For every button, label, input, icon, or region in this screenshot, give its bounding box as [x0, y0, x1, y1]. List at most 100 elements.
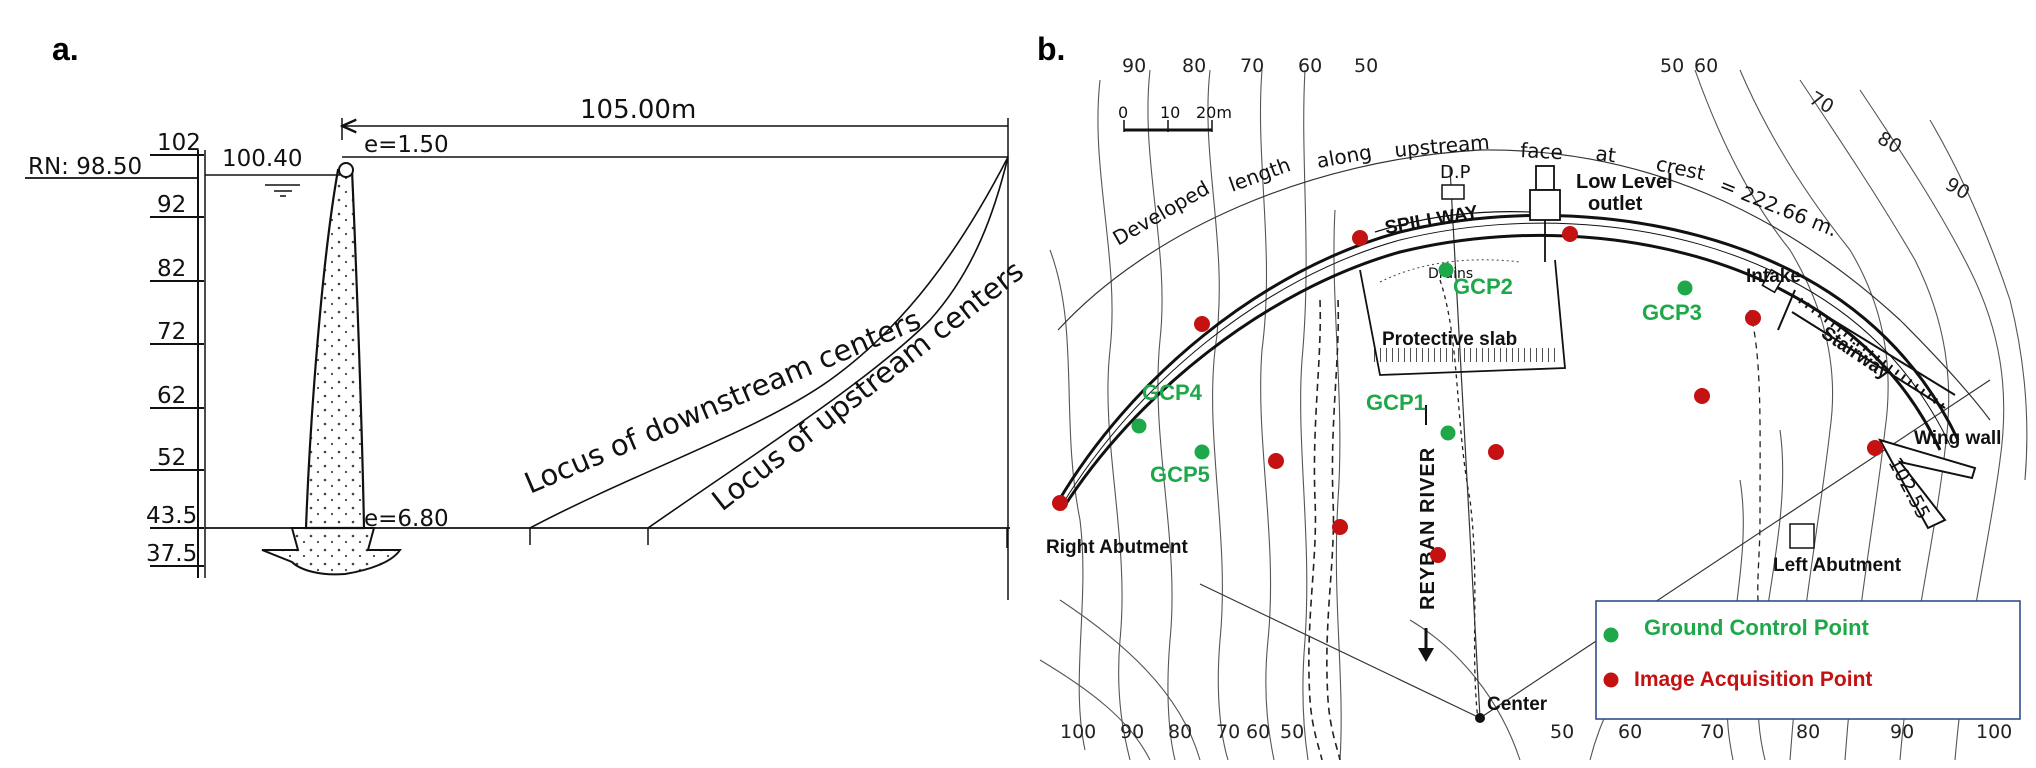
left-abutment-label: Left Abutment	[1773, 555, 1902, 576]
downstream-locus-curve	[529, 156, 1009, 529]
outlet-label: outlet	[1588, 193, 1643, 215]
contour-label: 90	[1890, 721, 1914, 743]
legend-iap-label: Image Acquisition Point	[1634, 668, 1872, 691]
iap-marker[interactable]	[1052, 495, 1068, 511]
elev-label-82: 82	[157, 256, 186, 282]
arc-text-0: Developed	[1109, 176, 1214, 250]
gcp2-marker[interactable]	[1438, 262, 1454, 278]
gcp5-label: GCP5	[1150, 462, 1210, 487]
ground-control-points	[1131, 262, 1693, 460]
river-channel	[1439, 279, 1479, 721]
elev-label-72: 72	[157, 319, 186, 345]
contour-label: 70	[1216, 721, 1240, 743]
arc-text-5: at	[1594, 141, 1617, 167]
gcp1-marker[interactable]	[1440, 425, 1456, 441]
contour-label: 70	[1806, 87, 1838, 118]
legend-box	[1595, 600, 2021, 720]
elev-label-43-5: 43.5	[146, 503, 197, 529]
intake-label: Intake	[1746, 266, 1801, 287]
base-thickness-label: e=6.80	[364, 506, 449, 532]
river-label: REYBAN RIVER	[1417, 447, 1439, 610]
iap-marker[interactable]	[1194, 316, 1210, 332]
iap-marker[interactable]	[1562, 226, 1578, 242]
crest-detail	[338, 162, 354, 178]
contour-label: 90	[1942, 173, 1974, 204]
radial-line-center	[1449, 167, 1481, 719]
contour-label: 60	[1618, 721, 1642, 743]
dam-cross-section	[304, 168, 366, 530]
panel-a: a. 102 92 82 72 62 52 43.5 37.5 RN: 98.5…	[25, 31, 1030, 600]
protective-slab-label: Protective slab	[1382, 329, 1517, 350]
developed-length-arc	[1057, 149, 1991, 421]
contour-label: 90	[1120, 721, 1144, 743]
gcp3-marker[interactable]	[1677, 280, 1693, 296]
outlet-tower	[1535, 165, 1555, 191]
panel-b-label: b.	[1037, 31, 1065, 67]
legend-gcp-icon	[1603, 627, 1619, 643]
iap-marker[interactable]	[1430, 547, 1446, 563]
contour-label: 80	[1182, 55, 1206, 77]
river-bank-right	[1326, 299, 1341, 761]
elev-label-62: 62	[157, 383, 186, 409]
arc-text-3: upstream	[1393, 130, 1490, 162]
elev-label-37-5: 37.5	[146, 541, 197, 567]
contour-label: 60	[1246, 721, 1270, 743]
center-label: Center	[1487, 694, 1548, 715]
gcp4-label: GCP4	[1142, 380, 1203, 405]
panel-b: b.	[1037, 31, 2028, 761]
arc-text-7: = 222.66 m.	[1716, 172, 1841, 241]
river-bank-left	[1308, 299, 1323, 761]
arc-text-1: length	[1226, 152, 1294, 196]
arc-text-2: along	[1315, 140, 1374, 173]
arc-text-4: face	[1520, 138, 1564, 164]
left-abutment-structure	[1789, 523, 1815, 549]
span-label: 105.00m	[580, 95, 696, 125]
gcp2-label: GCP2	[1453, 274, 1513, 299]
gcp3-label: GCP3	[1642, 300, 1702, 325]
scale-bar: 0 10 20m	[1118, 103, 1232, 132]
iap-marker[interactable]	[1867, 440, 1883, 456]
stairway-line-1	[1799, 299, 1956, 396]
contour-label: 60	[1694, 55, 1718, 77]
contour-label: 100	[1060, 721, 1096, 743]
elevation-ticks	[150, 154, 204, 567]
dp-structure	[1441, 184, 1465, 200]
rn-label: RN: 98.50	[28, 154, 142, 180]
crest-label: 100.40	[222, 146, 302, 172]
iap-marker[interactable]	[1745, 310, 1761, 326]
iap-marker[interactable]	[1694, 388, 1710, 404]
center-point	[1475, 713, 1485, 723]
gcp1-label: GCP1	[1366, 390, 1426, 415]
panel-a-label: a.	[52, 31, 79, 67]
scale-tick-10: 10	[1160, 103, 1180, 122]
image-acquisition-points	[1052, 226, 1883, 563]
contour-label: 80	[1796, 721, 1820, 743]
right-abutment-label: Right Abutment	[1046, 537, 1188, 558]
dp-label: D.P	[1440, 162, 1471, 183]
radial-line-right	[1479, 379, 1991, 719]
access-road	[1749, 309, 1761, 621]
intake-structure	[1761, 268, 1785, 294]
iap-marker[interactable]	[1488, 444, 1504, 460]
legend: Ground Control Point Image Acquisition P…	[1595, 600, 2021, 720]
top-thickness-label: e=1.50	[364, 132, 449, 158]
legend-gcp-label: Ground Control Point	[1644, 615, 1870, 640]
contour-label: 50	[1660, 55, 1684, 77]
elev-label-102: 102	[157, 130, 201, 156]
stairway-line-2	[1791, 311, 1946, 409]
wing-wall	[1877, 438, 1977, 530]
contour-label: 80	[1874, 127, 1906, 158]
scale-tick-20m: 20m	[1196, 103, 1232, 122]
contour-label: 90	[1122, 55, 1146, 77]
gcp4-marker[interactable]	[1131, 418, 1147, 434]
elev-label-92: 92	[157, 192, 186, 218]
iap-marker[interactable]	[1332, 519, 1348, 535]
iap-marker[interactable]	[1352, 230, 1368, 246]
gcp5-marker[interactable]	[1194, 444, 1210, 460]
radial-line-left	[1199, 583, 1481, 719]
contour-label: 100	[1976, 721, 2012, 743]
legend-iap-icon	[1603, 672, 1619, 688]
iap-marker[interactable]	[1268, 453, 1284, 469]
contour-label: 50	[1354, 55, 1378, 77]
